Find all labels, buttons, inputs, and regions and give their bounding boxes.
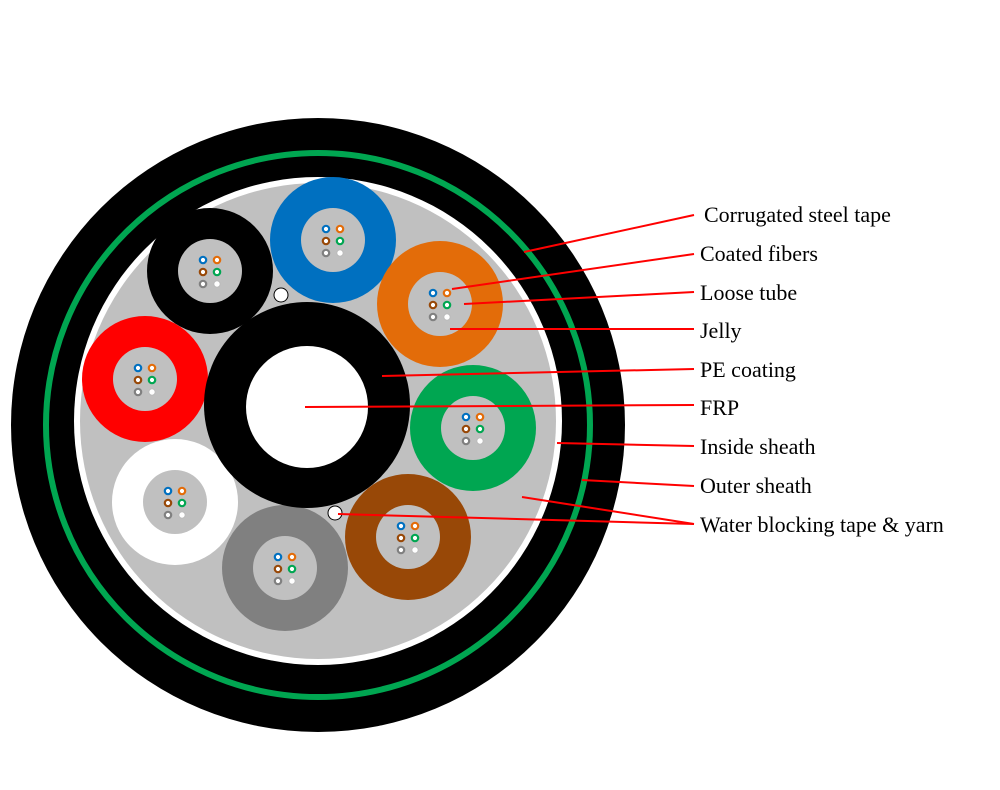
label-outer-sheath: Outer sheath: [700, 473, 812, 498]
leader-corrugated-steel-tape: [523, 214, 695, 253]
coated-fiber: [147, 363, 157, 373]
loose-tube-gray: [222, 505, 348, 631]
leader-coated-fibers: [451, 253, 695, 290]
leader-outer-sheath: [581, 479, 695, 487]
label-jelly: Jelly: [700, 318, 742, 343]
loose-tube-orange: [377, 241, 503, 367]
coated-fiber: [396, 533, 406, 543]
loose-tubes: [82, 177, 536, 631]
coated-fiber: [410, 533, 420, 543]
coated-fiber: [321, 236, 331, 246]
coated-fiber: [396, 545, 406, 555]
coated-fiber: [428, 312, 438, 322]
coated-fiber: [133, 375, 143, 385]
coated-fiber: [213, 280, 221, 288]
jelly: [253, 536, 317, 600]
label-pe-coating: PE coating: [700, 357, 796, 382]
coated-fiber: [443, 313, 451, 321]
coated-fiber: [396, 521, 406, 531]
jelly: [408, 272, 472, 336]
leader-pe-coating: [381, 368, 695, 377]
loose-tube-red: [82, 316, 208, 442]
label-coated-fibers: Coated fibers: [700, 241, 818, 266]
label-water-blocking: Water blocking tape & yarn: [700, 512, 944, 537]
coated-fiber: [461, 436, 471, 446]
corrugated-steel-tape: [43, 150, 593, 700]
coated-fiber: [273, 564, 283, 574]
coated-fiber: [411, 546, 419, 554]
leader-water-blocking-tape: [521, 496, 695, 525]
coated-fiber: [198, 267, 208, 277]
coated-fiber: [461, 424, 471, 434]
coated-fiber: [428, 300, 438, 310]
jelly: [441, 396, 505, 460]
coated-fiber: [475, 412, 485, 422]
coated-fiber: [178, 511, 186, 519]
coated-fiber: [475, 424, 485, 434]
coated-fiber: [212, 267, 222, 277]
coated-fiber: [335, 224, 345, 234]
coated-fiber: [442, 300, 452, 310]
jelly: [143, 470, 207, 534]
coated-fiber: [410, 521, 420, 531]
leader-frp: [304, 404, 695, 408]
leader-inside-sheath: [556, 442, 695, 447]
coated-fiber: [428, 288, 438, 298]
label-corrugated-steel-tape: Corrugated steel tape: [704, 202, 891, 227]
jelly: [301, 208, 365, 272]
water-blocking-yarn-2: [327, 505, 343, 521]
coated-fiber: [177, 498, 187, 508]
water-blocking-yarn-1: [273, 287, 289, 303]
jelly: [376, 505, 440, 569]
coated-fiber: [288, 577, 296, 585]
coated-fiber: [321, 248, 331, 258]
coated-fiber: [163, 498, 173, 508]
label-frp: FRP: [700, 395, 739, 420]
coated-fiber: [198, 279, 208, 289]
coated-fiber: [198, 255, 208, 265]
coated-fiber: [177, 486, 187, 496]
loose-tube-green: [410, 365, 536, 491]
jelly: [178, 239, 242, 303]
loose-tube-black: [147, 208, 273, 334]
coated-fiber: [147, 375, 157, 385]
leader-loose-tube: [463, 291, 695, 305]
coated-fiber: [273, 552, 283, 562]
coated-fiber: [461, 412, 471, 422]
coated-fiber: [273, 576, 283, 586]
coated-fiber: [287, 552, 297, 562]
label-inside-sheath: Inside sheath: [700, 434, 815, 459]
coated-fiber: [287, 564, 297, 574]
coated-fiber: [148, 388, 156, 396]
coated-fiber: [212, 255, 222, 265]
coated-fiber: [336, 249, 344, 257]
loose-tube-white: [112, 439, 238, 565]
coated-fiber: [335, 236, 345, 246]
coated-fiber: [476, 437, 484, 445]
coated-fiber: [321, 224, 331, 234]
loose-tube-blue: [270, 177, 396, 303]
coated-fiber: [133, 363, 143, 373]
coated-fiber: [163, 510, 173, 520]
leader-water-blocking-yarn: [337, 513, 695, 525]
coated-fiber: [442, 288, 452, 298]
leader-lines: [304, 214, 695, 525]
loose-tube-brown: [345, 474, 471, 600]
jelly: [113, 347, 177, 411]
coated-fiber: [163, 486, 173, 496]
coated-fiber: [133, 387, 143, 397]
label-loose-tube: Loose tube: [700, 280, 797, 305]
